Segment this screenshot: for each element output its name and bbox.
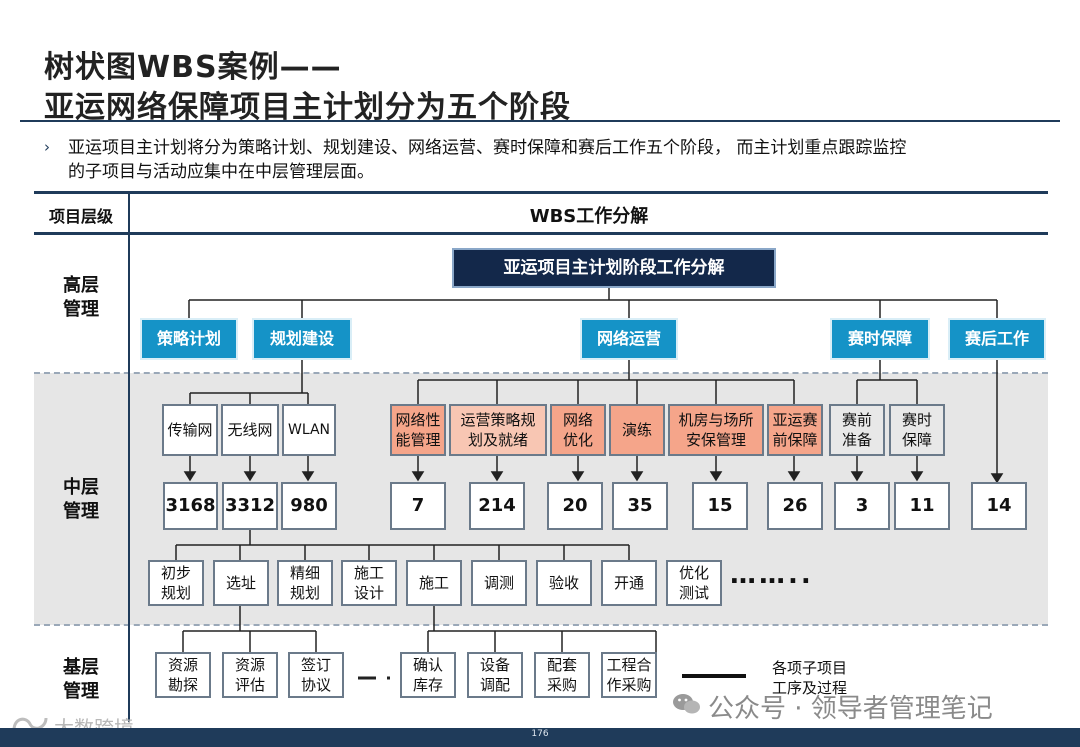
count-post: 14 [971, 482, 1027, 530]
note-line1: 亚运项目主计划将分为策略计划、规划建设、网络运营、赛时保障和赛后工作五个阶段， … [68, 138, 907, 158]
sub-item-initial-plan: 初步规划 [148, 560, 204, 606]
sub-item-acceptance: 验收 [536, 560, 592, 606]
base-item-resource-eval: 资源评估 [222, 652, 278, 698]
base-item-support-purchase: 配套采购 [534, 652, 590, 698]
page-title-line2: 亚运网络保障项目主计划分为五个阶段 [44, 90, 571, 125]
phase-operation: 网络运营 [580, 318, 678, 360]
sub-item-detail-plan: 精细规划 [277, 560, 333, 606]
base-item-equip-dispatch: 设备调配 [467, 652, 523, 698]
count-wlan: 980 [281, 482, 337, 530]
sub-item-construction-design: 施工设计 [341, 560, 397, 606]
mid-item-room: 机房与场所安保管理 [668, 404, 764, 456]
wechat-icon [672, 692, 702, 716]
base-item-confirm-stock: 确认库存 [400, 652, 456, 698]
mid-item-games-prep: 赛前准备 [829, 404, 885, 456]
count-ops-strategy: 214 [469, 482, 525, 530]
mid-item-pre-games: 亚运赛前保障 [767, 404, 823, 456]
count-perf: 7 [390, 482, 446, 530]
phase-post: 赛后工作 [948, 318, 1046, 360]
band-separator-bottom [34, 624, 1048, 626]
root-node: 亚运项目主计划阶段工作分解 [452, 248, 776, 288]
base-item-resource-survey: 资源勘探 [155, 652, 211, 698]
count-games-prep: 3 [834, 482, 890, 530]
chevron-right-icon: › [44, 138, 50, 156]
brand-logo-icon [10, 712, 50, 734]
base-item-sign-agreement: 签订协议 [288, 652, 344, 698]
sub-item-site-selection: 选址 [213, 560, 269, 606]
count-wireless: 3312 [222, 482, 278, 530]
mid-item-games-guard: 赛时保障 [889, 404, 945, 456]
column-divider [128, 194, 130, 722]
phase-strategy: 策略计划 [140, 318, 238, 360]
band-separator-top [34, 372, 1048, 374]
page-number: 176 [531, 729, 549, 739]
note-line2: 的子项目与活动应集中在中层管理层面。 [68, 162, 374, 182]
level-mid: 中层管理 [63, 477, 99, 522]
mid-item-transmission: 传输网 [162, 404, 218, 456]
header-wbs: WBS工作分解 [529, 206, 649, 227]
phase-planning: 规划建设 [252, 318, 352, 360]
count-optimize: 20 [547, 482, 603, 530]
title-underline [20, 120, 1060, 122]
watermark-wechat: 公众号 · 领导者管理笔记 [708, 694, 993, 724]
count-room: 15 [692, 482, 748, 530]
mid-item-drill: 演练 [609, 404, 665, 456]
mid-item-wlan: WLAN [282, 404, 336, 456]
level-base: 基层管理 [63, 657, 99, 702]
count-transmission: 3168 [163, 482, 218, 530]
base-item-engineering-purchase: 工程合作采购 [601, 652, 657, 698]
page-title-line1: 树状图WBS案例—— [44, 50, 342, 85]
sub-item-testing: 调测 [471, 560, 527, 606]
sub-item-construction: 施工 [406, 560, 462, 606]
count-games-guard: 11 [894, 482, 950, 530]
table-top-rule [34, 191, 1048, 194]
mid-item-perf: 网络性能管理 [390, 404, 446, 456]
footer-bar [0, 728, 1080, 747]
mid-item-optimize: 网络优化 [550, 404, 606, 456]
sub-item-optimize-test: 优化测试 [666, 560, 722, 606]
phase-games: 赛时保障 [830, 318, 930, 360]
sub-item-launch: 开通 [601, 560, 657, 606]
header-level: 项目层级 [48, 207, 113, 226]
count-pre-games: 26 [767, 482, 823, 530]
mid-item-ops-strategy: 运营策略规划及就绪 [449, 404, 547, 456]
ellipsis: …….. [730, 560, 814, 590]
mid-item-wireless: 无线网 [221, 404, 279, 456]
legend-line [682, 674, 746, 678]
header-bottom-rule [34, 232, 1048, 235]
count-drill: 35 [612, 482, 668, 530]
level-high: 高层管理 [63, 275, 99, 320]
legend-text: 各项子项目工序及过程 [772, 659, 848, 697]
